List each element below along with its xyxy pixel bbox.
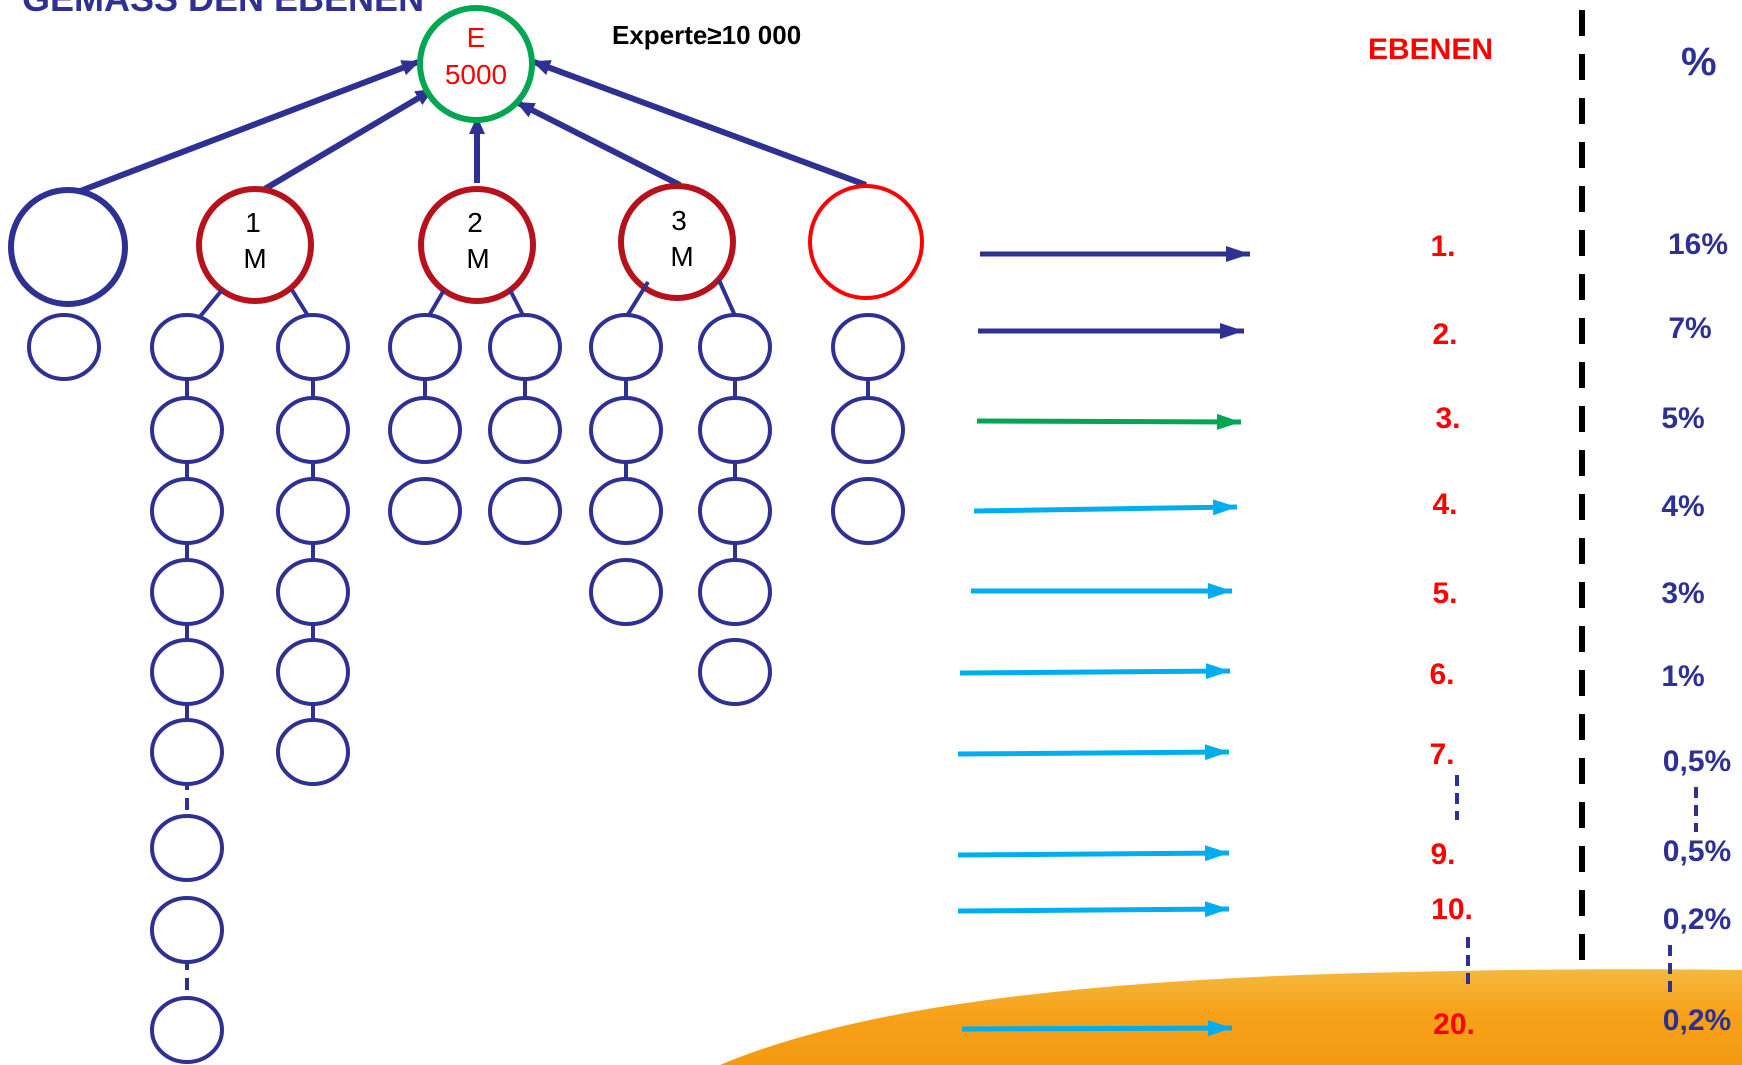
small-node	[488, 313, 562, 381]
small-node	[388, 313, 462, 381]
experte-label: Experte≥10 000	[612, 20, 802, 50]
small-node	[698, 396, 772, 464]
level-arrow	[959, 663, 1231, 680]
small-nodes	[27, 313, 905, 1064]
connectors-to-top	[73, 59, 868, 196]
level-percent: 0,5%	[1662, 745, 1732, 778]
percent-column-header: %	[1681, 40, 1717, 84]
small-node	[388, 396, 462, 464]
level-percent: 16%	[1667, 228, 1729, 261]
level-percent: 4%	[1661, 490, 1705, 523]
small-node	[150, 814, 224, 882]
small-node	[831, 313, 905, 381]
top-node-circle	[417, 5, 535, 123]
level-label: 1.	[1430, 230, 1456, 263]
small-node	[589, 558, 663, 626]
level1-node-empty-right	[808, 184, 924, 300]
levels-column-header: EBENEN	[1368, 33, 1494, 66]
small-node	[388, 477, 462, 545]
level-percent: 0,2%	[1662, 903, 1732, 936]
small-node	[276, 313, 350, 381]
small-node	[150, 638, 224, 706]
small-node	[698, 477, 772, 545]
small-node	[488, 396, 562, 464]
level-arrow	[976, 413, 1242, 430]
manager-node-2	[418, 186, 536, 304]
small-node	[589, 313, 663, 381]
level-label: 6.	[1429, 658, 1455, 691]
small-node	[150, 996, 224, 1064]
small-node	[698, 558, 772, 626]
level-percent: 0,5%	[1662, 835, 1732, 868]
level-label: 2.	[1432, 318, 1458, 351]
manager-node-3	[618, 183, 736, 301]
level-label: 3.	[1435, 402, 1461, 435]
level-label: 5.	[1432, 577, 1458, 610]
level-label: 9.	[1430, 838, 1456, 871]
manager-2-letter: M	[466, 243, 490, 274]
level-percent: 7%	[1668, 312, 1712, 345]
small-node	[276, 638, 350, 706]
small-node	[150, 477, 224, 545]
small-node	[150, 558, 224, 626]
column-gap-marks	[1455, 775, 1698, 992]
level-arrow	[961, 1020, 1233, 1037]
level-arrows	[957, 246, 1250, 1037]
small-node	[27, 313, 101, 381]
small-node	[150, 718, 224, 786]
level-label: 10.	[1431, 893, 1473, 926]
small-node	[276, 718, 350, 786]
level-label: 20.	[1433, 1008, 1475, 1041]
small-node	[831, 396, 905, 464]
level-arrow	[973, 499, 1238, 516]
level-percent: 5%	[1661, 402, 1705, 435]
level-label: 4.	[1432, 488, 1458, 521]
small-node	[276, 558, 350, 626]
diagram-heading: GEMÄSS DEN EBENEN	[22, 0, 424, 20]
level-arrow	[957, 744, 1230, 761]
small-node	[698, 638, 772, 706]
manager-node-1	[196, 186, 314, 304]
level-percent: 3%	[1661, 577, 1705, 610]
level-arrow	[957, 901, 1230, 918]
small-node	[276, 477, 350, 545]
small-node	[698, 313, 772, 381]
small-node	[488, 477, 562, 545]
top-node-letter: E	[466, 22, 486, 53]
level1-node-empty-left	[8, 187, 128, 307]
level-arrow	[957, 845, 1230, 862]
manager-3-number: 3	[671, 205, 687, 236]
level-percent: 1%	[1661, 660, 1705, 693]
small-node	[589, 396, 663, 464]
small-node	[150, 313, 224, 381]
manager-3-letter: M	[670, 241, 694, 272]
small-node	[150, 396, 224, 464]
small-node	[150, 896, 224, 964]
level-percent: 0,2%	[1662, 1004, 1732, 1037]
small-node	[589, 477, 663, 545]
small-node	[276, 396, 350, 464]
manager-2-number: 2	[467, 207, 483, 238]
top-node-value: 5000	[444, 59, 508, 90]
orange-band	[720, 969, 1742, 1065]
manager-1-letter: M	[243, 243, 267, 274]
small-node	[831, 477, 905, 545]
level-label: 7.	[1429, 738, 1455, 771]
manager-1-number: 1	[245, 207, 261, 238]
